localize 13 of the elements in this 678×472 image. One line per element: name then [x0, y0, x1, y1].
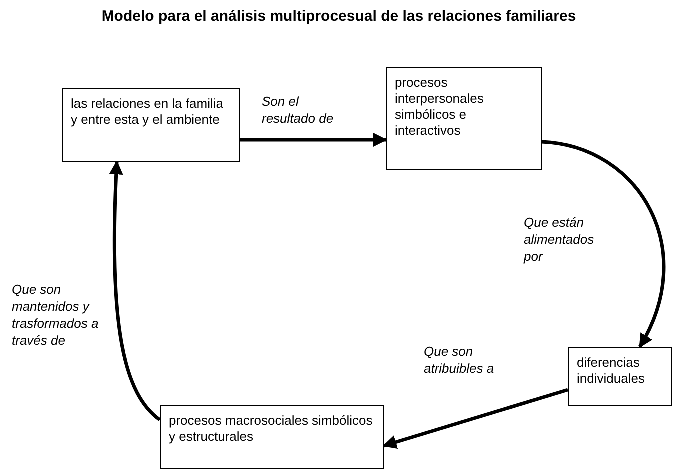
process-box: las relaciones en la familia y entre esta y el ambiente	[62, 88, 240, 162]
curved-arrow	[542, 140, 666, 348]
process-box: procesos macrosociales simbólicos y estructurales	[160, 405, 384, 469]
diagram-title: Modelo para el análisis multiprocesual de las relaciones familiares	[100, 8, 578, 25]
curved-arrow	[109, 160, 162, 422]
process-box: diferencias individuales	[568, 347, 672, 406]
curved-arrow	[240, 133, 388, 147]
edge-label: Que están alimentados por	[524, 214, 596, 265]
curved-arrow	[382, 388, 569, 450]
edge-label: Son el resultado de	[262, 93, 335, 127]
edge-label: Que son mantenidos y trasformados a través de	[12, 281, 100, 349]
edge-label: Que son atribuibles a	[424, 343, 496, 377]
process-box: procesos interpersonales simbólicos e interactivos	[386, 67, 542, 170]
